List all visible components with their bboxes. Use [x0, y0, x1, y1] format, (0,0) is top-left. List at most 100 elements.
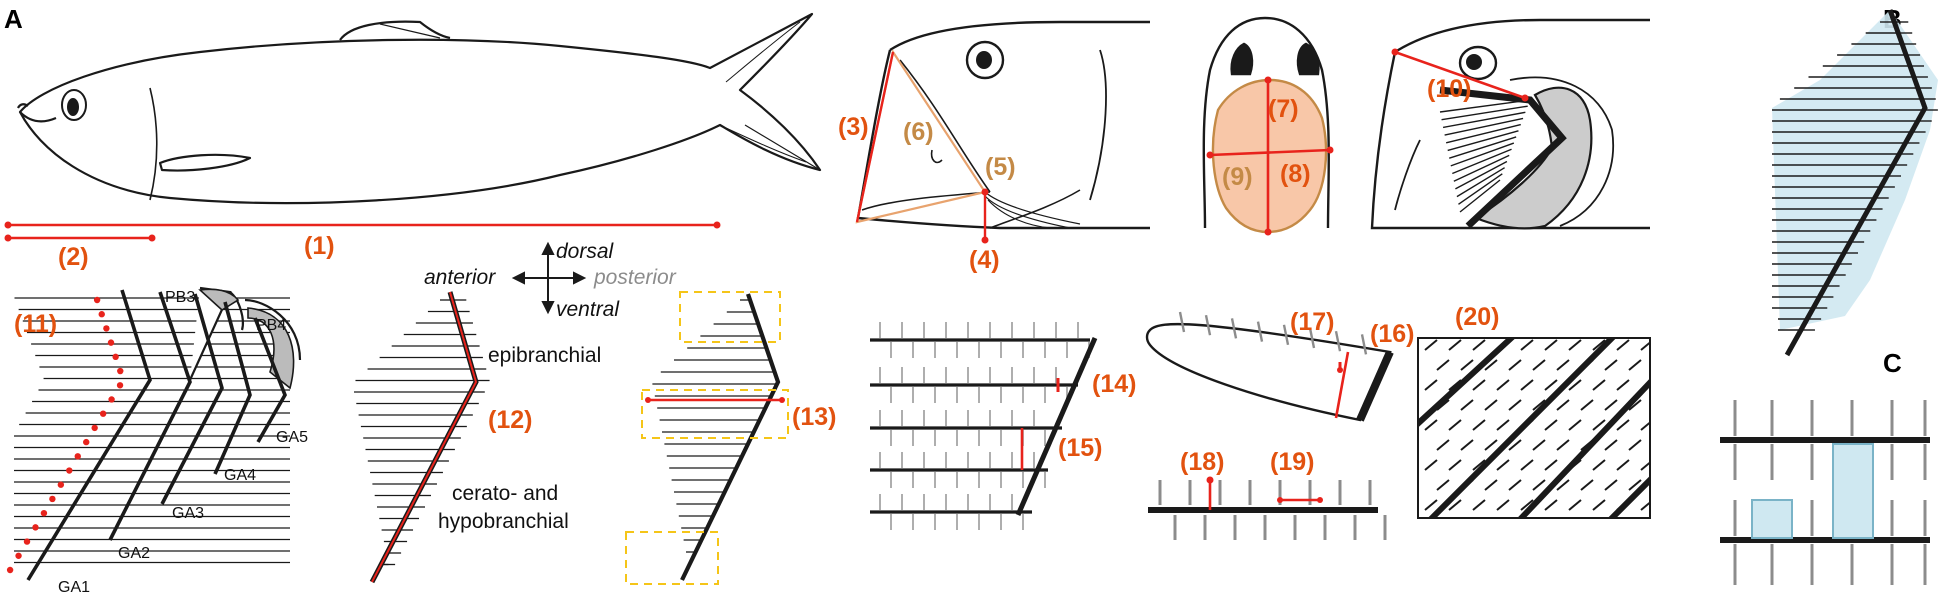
diag-tick	[1568, 339, 1582, 351]
diag-tick	[1508, 399, 1522, 411]
diag-tick	[1604, 359, 1618, 371]
diag-tick	[1436, 439, 1450, 451]
tooth-bar-drawing	[1148, 476, 1387, 540]
gill-raker-head	[1458, 173, 1503, 205]
arch-ga4	[213, 301, 252, 475]
raker-count-dot	[108, 396, 115, 403]
diag-tick	[1616, 499, 1630, 511]
diag-tick	[1436, 479, 1450, 491]
diag-tick	[1544, 419, 1558, 431]
gill-raker-head	[1449, 136, 1517, 159]
pb3-cap	[198, 288, 240, 311]
label-m9: (9)	[1222, 163, 1253, 191]
highlight-box-bottom	[625, 531, 719, 585]
diag-tick	[1520, 379, 1534, 391]
head-gill-drawing	[1370, 18, 1650, 230]
label-m20: (20)	[1455, 303, 1499, 331]
label-m12: (12)	[488, 406, 532, 434]
gill-rakers-in-head	[1439, 99, 1531, 213]
gill-raker-head	[1445, 123, 1521, 144]
diag-tick	[1580, 399, 1594, 411]
raker-tooth	[1308, 327, 1316, 349]
label-m8: (8)	[1280, 160, 1311, 188]
single-arch-drawing	[354, 291, 490, 584]
raker-count-dot	[91, 424, 98, 432]
raker-count-dot	[99, 410, 107, 417]
diag-tick	[1472, 459, 1486, 471]
diag-tick	[1484, 399, 1498, 411]
label-m3: (3)	[838, 113, 869, 141]
diag-tick	[1484, 479, 1498, 491]
diag-tick	[1520, 339, 1534, 351]
diag-tick	[1496, 419, 1510, 431]
highlight-box-top	[679, 291, 781, 343]
label-anterior: anterior	[424, 266, 496, 289]
raker-count-dot	[117, 367, 124, 375]
raker-count-dot	[98, 311, 105, 318]
diag-tick	[1580, 359, 1594, 371]
raker-tooth	[1178, 311, 1186, 333]
gill-raker-head	[1459, 179, 1501, 213]
gill-raker-head	[1452, 148, 1512, 175]
diag-tick	[1496, 379, 1510, 391]
label-m6: (6)	[903, 118, 934, 146]
diag-tick	[1653, 360, 1665, 370]
diag-tick	[1532, 439, 1546, 451]
diag-tick	[1640, 421, 1650, 431]
diag-tick	[1592, 379, 1606, 391]
raker-count-dot	[57, 481, 65, 488]
diag-tick	[1484, 359, 1498, 371]
diag-tick	[1640, 341, 1650, 351]
diag-tick	[1628, 479, 1642, 491]
raker-tooth	[1282, 324, 1290, 346]
label-posterior: posterior	[593, 266, 677, 289]
raker-count-dot	[103, 325, 110, 332]
diag-tick	[1604, 479, 1618, 491]
diag-tick	[1448, 459, 1462, 471]
label-m14: (14)	[1092, 370, 1136, 398]
diag-tick	[1532, 359, 1546, 371]
raker-count-dot	[6, 566, 14, 574]
label-m4: (4)	[969, 246, 1000, 274]
label-m18: (18)	[1180, 448, 1224, 476]
diag-tick	[1568, 499, 1582, 511]
arch-ga1	[26, 289, 152, 581]
diag-tick	[1604, 399, 1618, 411]
label-m19: (19)	[1270, 448, 1314, 476]
diag-tick	[1628, 439, 1642, 451]
diag-tick	[1568, 379, 1582, 391]
diag-tick	[1628, 399, 1642, 411]
diag-tick	[1424, 419, 1438, 431]
fish-body-drawing	[17, 12, 822, 205]
diag-tick	[1448, 419, 1462, 431]
label-ga5: GA5	[276, 429, 308, 446]
diag-tick	[1568, 419, 1582, 431]
diag-tick	[1640, 461, 1650, 471]
raker-count-dot	[66, 467, 73, 474]
diag-tick	[1653, 480, 1665, 490]
panel-label-a: A	[4, 4, 23, 34]
raker-tooth	[1230, 318, 1238, 339]
label-m2: (2)	[58, 243, 89, 271]
label-pb4: PB4	[256, 317, 286, 334]
label-ga3: GA3	[172, 505, 204, 522]
orientation-compass	[511, 241, 587, 315]
gill-raker-head	[1444, 117, 1524, 136]
diag-tick	[1460, 359, 1474, 371]
raker-count-dot	[116, 382, 124, 389]
diag-tick	[1448, 339, 1462, 351]
gill-raker-head	[1456, 167, 1505, 198]
raker-count-dot	[40, 509, 48, 517]
diag-tick	[1472, 379, 1486, 391]
label-pb3: PB3	[165, 289, 195, 306]
arch-ga2	[108, 291, 192, 541]
gill-raker-head	[1453, 154, 1510, 182]
pb4-cap	[247, 307, 295, 390]
label-m16: (16)	[1370, 320, 1414, 348]
panel-label-c: C	[1883, 348, 1902, 378]
diag-tick	[1556, 359, 1570, 371]
gill-arches-drawing	[6, 286, 302, 581]
diag-tick	[1424, 459, 1438, 471]
diag-tick	[1484, 439, 1498, 451]
diag-tick	[1616, 339, 1630, 351]
